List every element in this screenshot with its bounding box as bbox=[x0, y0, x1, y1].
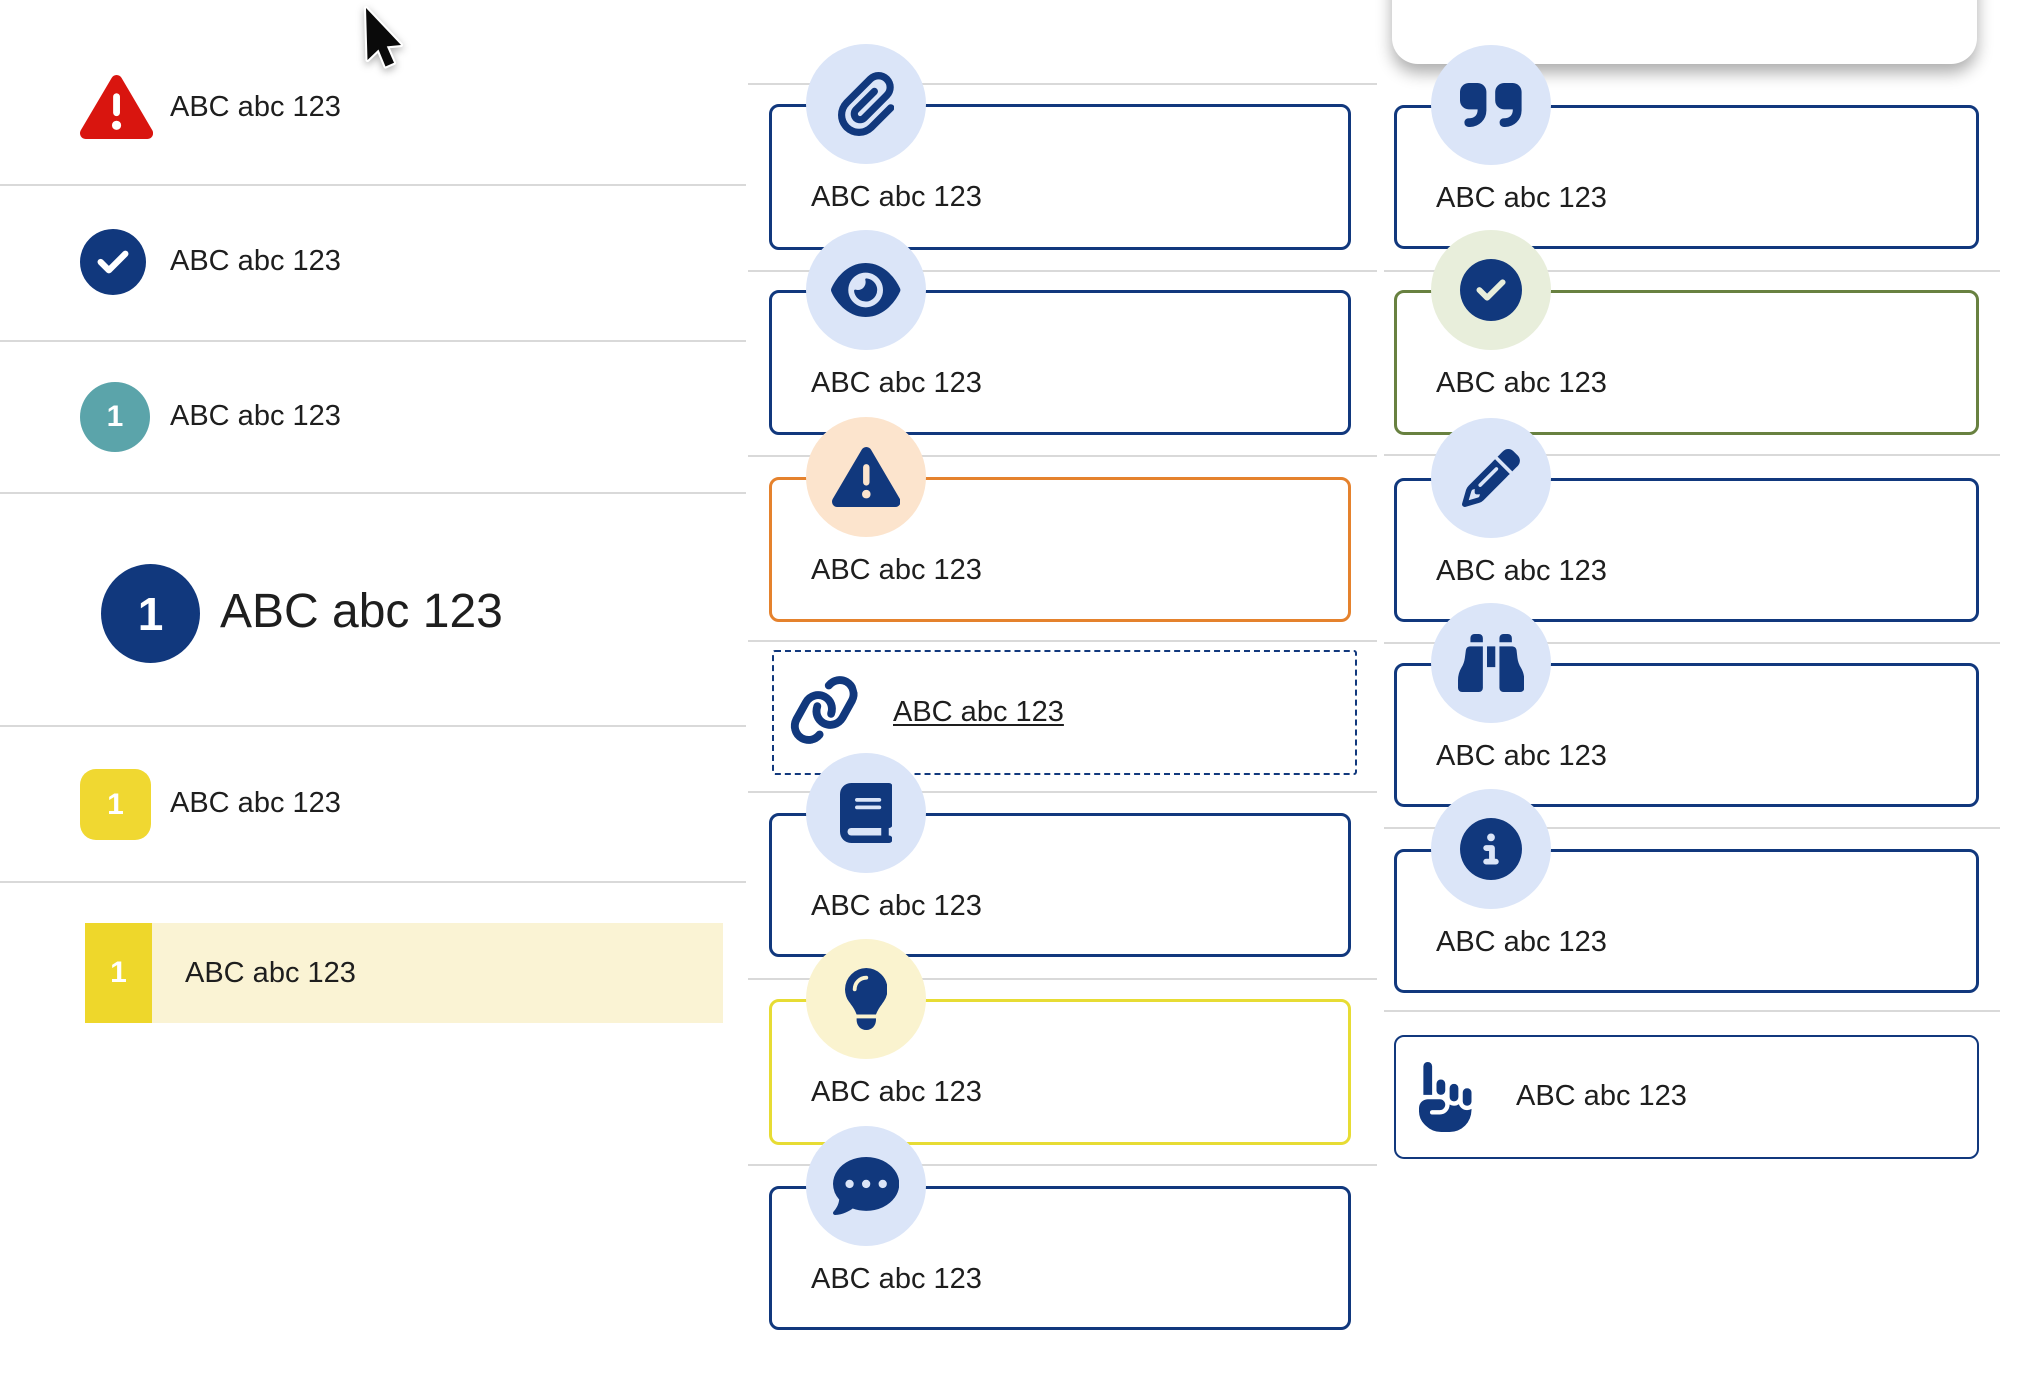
row-divider bbox=[1384, 827, 2000, 829]
list-item-step-heading[interactable]: 1 ABC abc 123 bbox=[0, 494, 746, 725]
box-label: ABC abc 123 bbox=[1436, 555, 1607, 587]
icon-circle bbox=[806, 753, 926, 873]
callout-info[interactable]: ABC abc 123 bbox=[1394, 789, 1979, 993]
icon-circle bbox=[1431, 418, 1551, 538]
icon-circle bbox=[806, 230, 926, 350]
callout-quote[interactable]: ABC abc 123 bbox=[1394, 45, 1979, 249]
link-icon bbox=[790, 676, 858, 744]
icon-circle bbox=[806, 1126, 926, 1246]
callout-hand[interactable]: ABC abc 123 bbox=[1394, 1035, 1979, 1159]
row-divider bbox=[1384, 270, 2000, 272]
box-icon-wrap bbox=[787, 676, 861, 744]
box-label: ABC abc 123 bbox=[1516, 1080, 1687, 1112]
pencil-icon bbox=[1462, 449, 1520, 507]
callout-binoculars[interactable]: ABC abc 123 bbox=[1394, 603, 1979, 807]
callout-box bbox=[1394, 1035, 1979, 1159]
box-icon-wrap bbox=[1419, 1062, 1472, 1132]
warning-triangle-icon bbox=[831, 447, 901, 507]
list-item-step-gold[interactable]: 1 ABC abc 123 bbox=[0, 727, 746, 881]
mouse-cursor-icon bbox=[363, 5, 404, 69]
callout-lightbulb[interactable]: ABC abc 123 bbox=[769, 939, 1351, 1145]
step-badge: 1 bbox=[80, 382, 150, 452]
step-badge-gold: 1 bbox=[80, 769, 151, 840]
box-label: ABC abc 123 bbox=[811, 890, 982, 922]
callout-book[interactable]: ABC abc 123 bbox=[769, 753, 1351, 957]
item-icon-wrap bbox=[80, 229, 146, 295]
item-label: ABC abc 123 bbox=[185, 957, 356, 989]
row-divider bbox=[1384, 642, 2000, 644]
book-icon bbox=[839, 783, 893, 843]
icon-circle bbox=[806, 939, 926, 1059]
list-item-step-highlight[interactable]: 1 ABC abc 123 bbox=[0, 883, 746, 1065]
row-divider bbox=[1384, 454, 2000, 456]
comment-dots-icon bbox=[832, 1157, 900, 1215]
item-label: ABC abc 123 bbox=[170, 91, 341, 123]
icon-circle bbox=[1431, 603, 1551, 723]
list-item-step-teal[interactable]: 1 ABC abc 123 bbox=[0, 342, 746, 492]
row-divider bbox=[748, 270, 1377, 272]
eye-icon bbox=[831, 263, 901, 317]
row-divider bbox=[748, 640, 1377, 642]
callout-box bbox=[769, 290, 1351, 435]
icon-circle bbox=[1431, 789, 1551, 909]
warning-triangle-icon bbox=[80, 75, 154, 139]
paperclip-icon bbox=[837, 72, 895, 136]
list-item-alert[interactable]: ABC abc 123 bbox=[0, 0, 746, 184]
box-label: ABC abc 123 bbox=[811, 554, 982, 586]
lightbulb-icon bbox=[844, 968, 888, 1030]
row-divider bbox=[0, 881, 746, 883]
hand-point-up-icon bbox=[1419, 1062, 1472, 1132]
box-link[interactable]: ABC abc 123 bbox=[893, 696, 1064, 728]
row-divider bbox=[0, 492, 746, 494]
item-label: ABC abc 123 bbox=[170, 787, 341, 819]
row-divider bbox=[0, 340, 746, 342]
item-label: ABC abc 123 bbox=[170, 245, 341, 277]
callout-comment[interactable]: ABC abc 123 bbox=[769, 1126, 1351, 1330]
row-divider bbox=[748, 83, 1377, 85]
quote-right-icon bbox=[1460, 83, 1522, 127]
row-divider bbox=[748, 791, 1377, 793]
box-label: ABC abc 123 bbox=[811, 367, 982, 399]
box-label: ABC abc 123 bbox=[1436, 367, 1607, 399]
info-circle-icon bbox=[1460, 818, 1522, 880]
row-divider bbox=[1384, 1010, 2000, 1012]
callout-paperclip[interactable]: ABC abc 123 bbox=[769, 44, 1351, 250]
list-item-check[interactable]: ABC abc 123 bbox=[0, 186, 746, 340]
check-circle-icon bbox=[1460, 259, 1522, 321]
box-label: ABC abc 123 bbox=[1436, 926, 1607, 958]
row-divider bbox=[748, 978, 1377, 980]
callout-warning[interactable]: ABC abc 123 bbox=[769, 417, 1351, 622]
box-label: ABC abc 123 bbox=[1436, 740, 1607, 772]
box-label: ABC abc 123 bbox=[811, 1263, 982, 1295]
box-label: ABC abc 123 bbox=[1436, 182, 1607, 214]
check-circle-icon bbox=[80, 229, 146, 295]
step-badge-large: 1 bbox=[101, 564, 200, 663]
row-divider bbox=[0, 725, 746, 727]
step-badge-block: 1 bbox=[85, 923, 152, 1023]
row-divider bbox=[0, 184, 746, 186]
item-heading: ABC abc 123 bbox=[220, 585, 503, 638]
icon-circle bbox=[806, 417, 926, 537]
callout-check[interactable]: ABC abc 123 bbox=[1394, 230, 1979, 435]
item-icon-wrap bbox=[80, 75, 154, 139]
row-divider bbox=[748, 1164, 1377, 1166]
callout-box bbox=[1394, 663, 1979, 807]
callout-pencil[interactable]: ABC abc 123 bbox=[1394, 418, 1979, 622]
binoculars-icon bbox=[1457, 634, 1525, 692]
box-label: ABC abc 123 bbox=[811, 181, 982, 213]
icon-circle bbox=[1431, 230, 1551, 350]
icon-circle bbox=[1431, 45, 1551, 165]
row-divider bbox=[748, 455, 1377, 457]
item-label: ABC abc 123 bbox=[170, 400, 341, 432]
box-label: ABC abc 123 bbox=[811, 1076, 982, 1108]
icon-circle bbox=[806, 44, 926, 164]
callout-eye[interactable]: ABC abc 123 bbox=[769, 230, 1351, 435]
highlight-strip bbox=[152, 923, 723, 1023]
